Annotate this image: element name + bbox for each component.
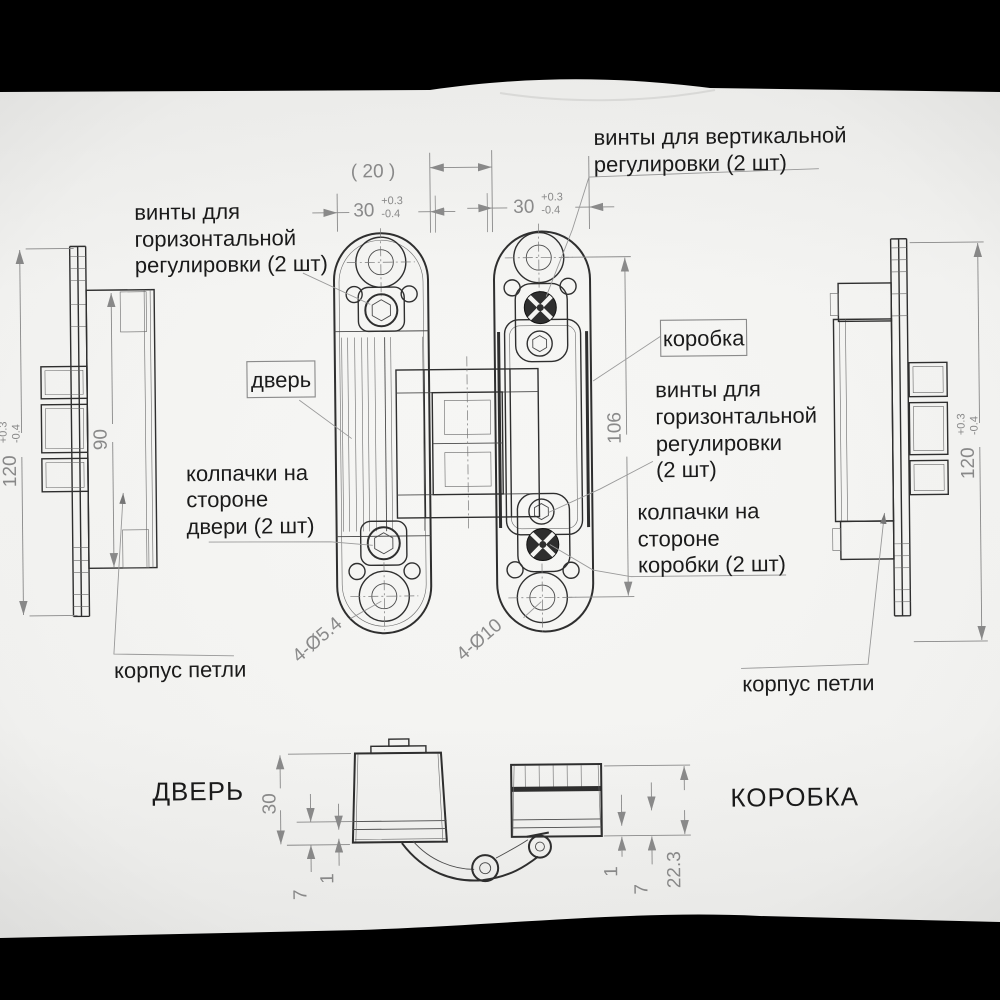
photo-vignette: [0, 79, 1000, 939]
